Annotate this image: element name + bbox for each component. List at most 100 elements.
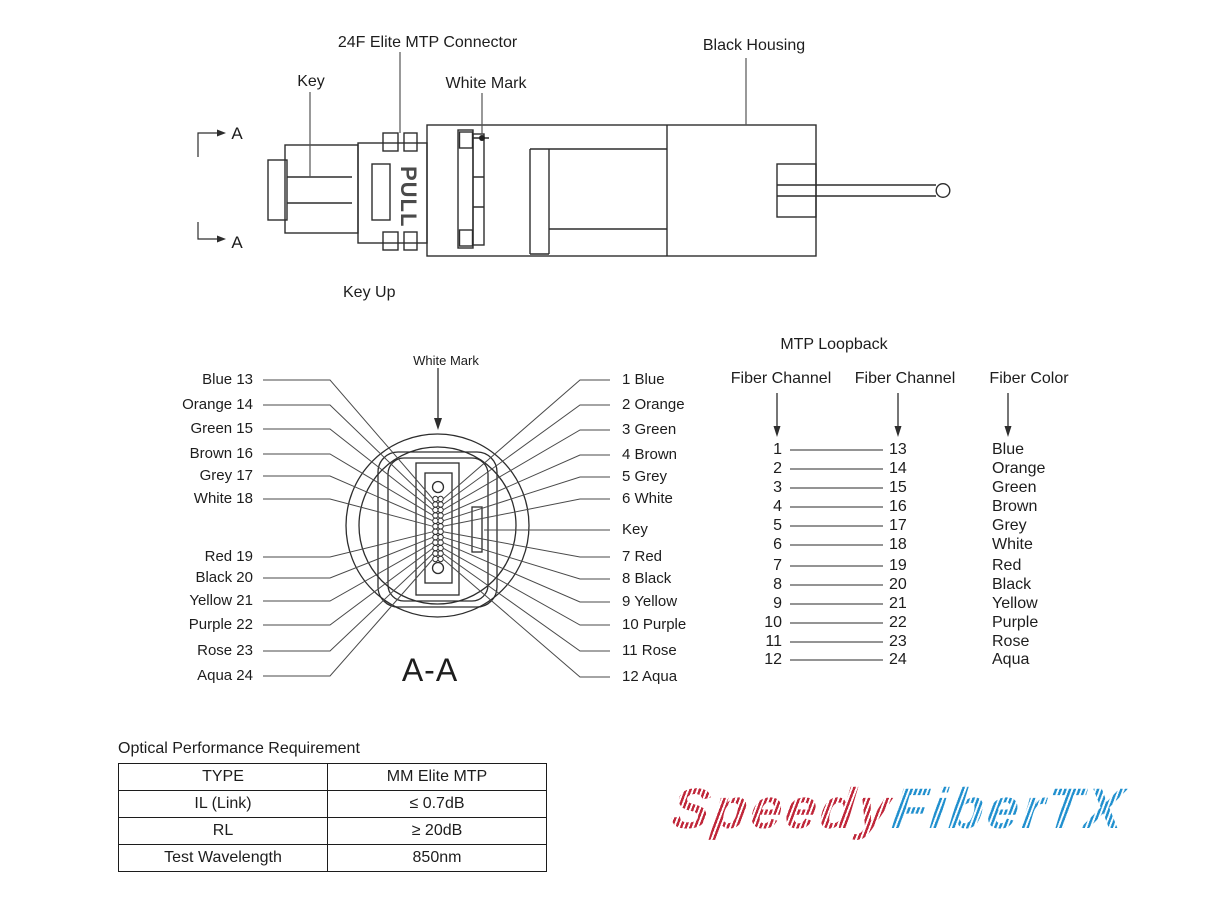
fan-lines-right (442, 379, 610, 678)
table-row: IL (Link) ≤ 0.7dB (118, 790, 547, 818)
loopback-channel-b: 13 (889, 441, 907, 458)
section-arrow-top-icon (217, 129, 226, 137)
perf-value: 850nm (327, 844, 547, 872)
loopback-color: Red (992, 557, 1022, 574)
fiber-label-left: Brown 16 (189, 445, 253, 462)
fiber-label-right: 7 Red (622, 548, 663, 565)
key-up-label: Key Up (343, 284, 396, 301)
fiber-label-left: Red 19 (204, 548, 253, 565)
perf-value: ≤ 0.7dB (327, 790, 547, 818)
side-view-callout-lines (197, 52, 747, 243)
fiber-label-left: Black 20 (195, 569, 253, 586)
fiber-label-right: 10 Purple (622, 616, 687, 633)
connector-boot (284, 144, 359, 234)
connector-tail-cap (267, 159, 288, 221)
loopback-channel-a: 8 (773, 576, 782, 593)
fiber-label-right: 1 Blue (622, 371, 665, 388)
perf-label: IL (Link) (118, 790, 328, 818)
loopback-channel-a: 10 (764, 614, 782, 631)
ferrule-outer (415, 462, 460, 596)
black-housing-callout-label: Black Housing (702, 37, 806, 54)
table-row: TYPE MM Elite MTP (118, 763, 547, 791)
loopback-channel-b: 17 (889, 517, 907, 534)
loopback-channel-a: 6 (773, 536, 782, 553)
white-mark-dot (479, 135, 485, 141)
loopback-channel-b: 24 (889, 651, 907, 668)
loopback-channel-a: 3 (773, 479, 782, 496)
loopback-title: MTP Loopback (780, 336, 888, 353)
side-view-drawing (267, 124, 951, 257)
loopback-channel-a: 1 (773, 441, 782, 458)
loopback-channel-b: 19 (889, 557, 907, 574)
fiber-label-left: White 18 (193, 490, 253, 507)
loopback-color: Grey (992, 517, 1027, 534)
loopback-col2-header: Fiber Channel (854, 370, 956, 387)
loopback-channel-b: 18 (889, 536, 907, 553)
fiber-label-right: 2 Orange (622, 396, 685, 413)
performance-title: Optical Performance Requirement (118, 740, 360, 757)
loopback-color: Purple (992, 614, 1039, 631)
loopback-channel-b: 23 (889, 633, 907, 650)
fiber-label-right: 9 Yellow (622, 593, 678, 610)
fiber-label-left: Purple 22 (188, 616, 253, 633)
fiber-array (432, 495, 444, 563)
fiber-label-right: 3 Green (622, 421, 677, 438)
key-callout-label: Key (297, 73, 325, 90)
guide-pin-hole-top (431, 480, 445, 494)
loopback-channel-b: 16 (889, 498, 907, 515)
white-mark-label-mid: White Mark (413, 353, 479, 368)
perf-value: MM Elite MTP (327, 763, 547, 791)
loopback-color: Green (992, 479, 1037, 496)
loopback-color: Blue (992, 441, 1025, 458)
loopback-color: Orange (992, 460, 1046, 477)
black-housing-outline (426, 124, 817, 257)
logo-text-speedy: Speedy (668, 777, 897, 841)
connector-callout-label: 24F Elite MTP Connector (337, 34, 518, 51)
optical-performance-table: TYPE MM Elite MTP IL (Link) ≤ 0.7dB RL ≥… (118, 763, 547, 872)
loopback-col1-header: Fiber Channel (730, 370, 832, 387)
fiber-label-right: 8 Black (622, 570, 672, 587)
loopback-channel-b: 22 (889, 614, 907, 631)
loopback-channel-b: 20 (889, 576, 907, 593)
loopback-color: White (992, 536, 1033, 553)
table-row: Test Wavelength 850nm (118, 844, 547, 872)
loopback-channel-b: 21 (889, 595, 907, 612)
fiber-label-left: Green 15 (190, 420, 253, 437)
section-view-title: A-A (401, 652, 459, 688)
loopback-lines (773, 393, 1012, 661)
fiber-label-left: Aqua 24 (197, 667, 253, 684)
loopback-channel-a: 2 (773, 460, 782, 477)
key-label-right: Key (622, 521, 648, 538)
fiber-label-left: Orange 14 (182, 396, 253, 413)
loopback-channel-a: 9 (773, 595, 782, 612)
connector-face-inner (387, 457, 489, 602)
loopback-color: Brown (992, 498, 1038, 515)
loopback-channel-b: 15 (889, 479, 907, 496)
loopback-color: Rose (992, 633, 1030, 650)
loopback-color: Aqua (992, 651, 1030, 668)
loopback-channel-a: 7 (773, 557, 782, 574)
ferrule-inner (424, 472, 453, 584)
loopback-channel-a: 12 (764, 651, 782, 668)
white-mark-callout-label: White Mark (445, 75, 527, 92)
fiber-fan-lines (263, 379, 610, 678)
fiber-label-left: Rose 23 (197, 642, 253, 659)
perf-label: Test Wavelength (118, 844, 328, 872)
section-marker-a-top: A (231, 124, 243, 143)
fiber-label-right: 6 White (622, 490, 673, 507)
loopback-arrow-3-icon (1004, 426, 1012, 437)
perf-label: RL (118, 817, 328, 845)
loopback-channel-b: 14 (889, 460, 907, 477)
table-row: RL ≥ 20dB (118, 817, 547, 845)
cable-end (935, 182, 951, 198)
cable-exit-notch (776, 163, 817, 218)
perf-label: TYPE (118, 763, 328, 791)
logo-text-fibertx: FiberTX (889, 777, 1130, 841)
fiber-label-right: 4 Brown (622, 446, 678, 463)
loopback-color: Yellow (992, 595, 1038, 612)
loopback-channel-a: 4 (773, 498, 782, 515)
fiber-label-right: 5 Grey (622, 468, 668, 485)
brand-logo: SpeedyFiberTX (668, 777, 1130, 841)
